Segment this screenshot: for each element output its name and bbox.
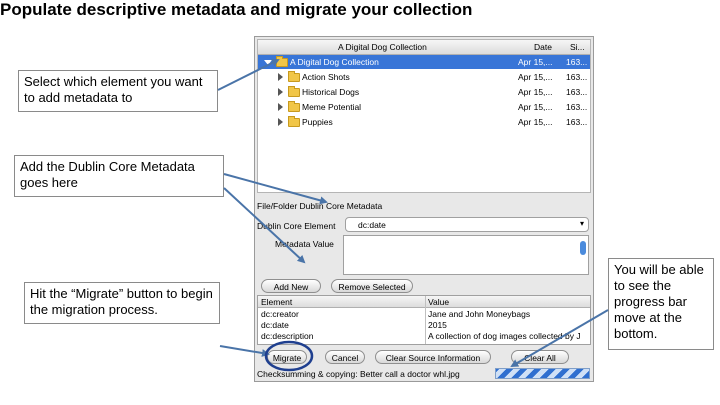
remove-selected-button[interactable]: Remove Selected — [331, 279, 413, 293]
column-divider — [425, 296, 426, 344]
tree-row-label: Historical Dogs — [302, 87, 360, 97]
disclosure-collapsed-icon[interactable] — [278, 88, 283, 96]
tree-row-historical-dogs[interactable]: Historical Dogs Apr 15,... 163... — [258, 85, 590, 99]
tree-row-label: Action Shots — [302, 72, 350, 82]
arrow-to-migrate — [219, 345, 270, 357]
migrate-highlight-circle — [264, 340, 314, 372]
tree-row-label: Puppies — [302, 117, 333, 127]
arrow-to-progress — [510, 309, 609, 368]
collection-tree[interactable]: A Digital Dog Collection Date Si... A Di… — [257, 39, 591, 193]
folder-icon — [288, 101, 300, 112]
disclosure-collapsed-icon[interactable] — [278, 103, 283, 111]
table-cell-element[interactable]: dc:date — [261, 320, 289, 330]
tree-row-size: 163... — [566, 57, 588, 67]
tree-header-size[interactable]: Si... — [570, 42, 585, 52]
table-cell-value[interactable]: A collection of dog images collected by … — [428, 331, 581, 341]
slide-title: Populate descriptive metadata and migrat… — [0, 0, 473, 19]
element-select-value: dc:date — [358, 220, 386, 230]
metadata-table[interactable]: Element Value dc:creator Jane and John M… — [257, 295, 591, 345]
tree-header-name[interactable]: A Digital Dog Collection — [338, 42, 427, 52]
column-header-element[interactable]: Element — [261, 297, 293, 307]
callout-migrate: Hit the “Migrate” button to begin the mi… — [24, 282, 220, 324]
tree-row-size: 163... — [566, 87, 588, 97]
arrow-to-add-new — [223, 187, 306, 264]
tree-row-size: 163... — [566, 102, 588, 112]
callout-dublin-core: Add the Dublin Core Metadata goes here — [14, 155, 224, 197]
tree-row-size: 163... — [566, 72, 588, 82]
metadata-value-textarea[interactable] — [343, 235, 589, 275]
tree-row-label: Meme Potential — [302, 102, 362, 112]
tree-row-date: Apr 15,... — [518, 72, 553, 82]
chevron-down-icon: ▾ — [579, 219, 584, 228]
dublin-core-element-label: Dublin Core Element — [257, 221, 336, 231]
dublin-core-element-select[interactable]: dc:date ▾ — [345, 217, 589, 232]
folder-icon — [288, 71, 300, 82]
migration-app-window: A Digital Dog Collection Date Si... A Di… — [254, 36, 594, 382]
progress-bar — [495, 368, 590, 379]
tree-row-size: 163... — [566, 117, 588, 127]
tree-row-action-shots[interactable]: Action Shots Apr 15,... 163... — [258, 70, 590, 84]
folder-icon — [288, 116, 300, 127]
tree-row-root[interactable]: A Digital Dog Collection Apr 15,... 163.… — [258, 55, 590, 69]
table-cell-element[interactable]: dc:creator — [261, 309, 299, 319]
table-cell-value[interactable]: Jane and John Moneybags — [428, 309, 531, 319]
folder-icon — [288, 86, 300, 97]
disclosure-collapsed-icon[interactable] — [278, 73, 283, 81]
metadata-value-label: Metadata Value — [275, 239, 334, 249]
table-cell-element[interactable]: dc:description — [261, 331, 314, 341]
migrate-button[interactable]: Migrate — [267, 350, 307, 364]
tree-row-date: Apr 15,... — [518, 87, 553, 97]
scrollbar-thumb[interactable] — [580, 241, 586, 255]
tree-header-date[interactable]: Date — [534, 42, 552, 52]
callout-progress: You will be able to see the progress bar… — [608, 258, 714, 350]
tree-row-date: Apr 15,... — [518, 117, 553, 127]
tree-row-date: Apr 15,... — [518, 57, 553, 67]
tree-row-date: Apr 15,... — [518, 102, 553, 112]
tree-row-label: A Digital Dog Collection — [290, 57, 379, 67]
clear-source-information-button[interactable]: Clear Source Information — [375, 350, 491, 364]
disclosure-collapsed-icon[interactable] — [278, 118, 283, 126]
column-header-value[interactable]: Value — [428, 297, 450, 307]
arrow-to-dublin-core — [223, 173, 328, 205]
metadata-table-header: Element Value — [258, 296, 590, 308]
add-new-button[interactable]: Add New — [261, 279, 321, 293]
disclosure-expanded-icon[interactable] — [264, 60, 272, 65]
cancel-button[interactable]: Cancel — [325, 350, 365, 364]
arrow-to-tree — [217, 59, 280, 91]
callout-select-element: Select which element you want to add met… — [18, 70, 218, 112]
dublin-core-section-label: File/Folder Dublin Core Metadata — [257, 201, 383, 211]
tree-row-puppies[interactable]: Puppies Apr 15,... 163... — [258, 115, 590, 129]
status-text: Checksumming & copying: Better call a do… — [257, 369, 460, 379]
tree-row-meme-potential[interactable]: Meme Potential Apr 15,... 163... — [258, 100, 590, 114]
table-cell-value[interactable]: 2015 — [428, 320, 447, 330]
tree-header: A Digital Dog Collection Date Si... — [258, 40, 590, 55]
